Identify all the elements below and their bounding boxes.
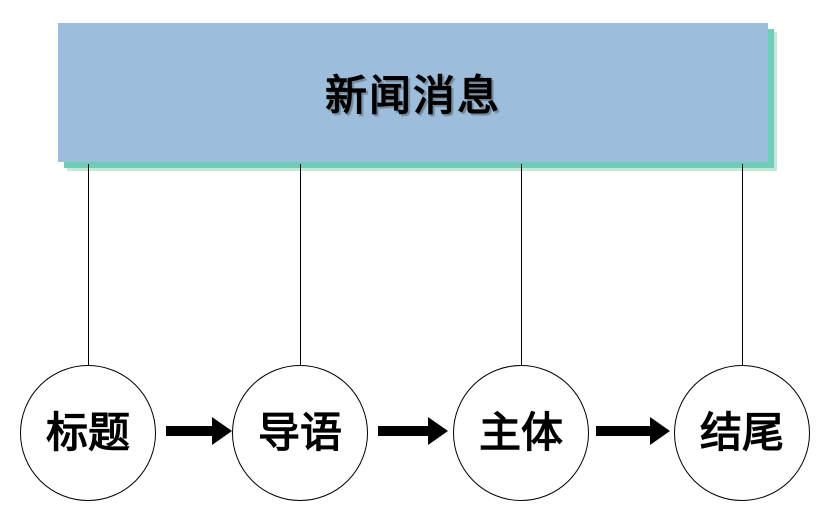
arrow-head [428, 417, 448, 445]
right-arrow-icon [166, 417, 232, 445]
right-arrow-icon [378, 417, 448, 445]
connector-line-2 [300, 164, 301, 365]
flow-node-label: 导语 [257, 409, 342, 456]
flow-node-lead: 导语 [232, 365, 368, 501]
connector-line-1 [88, 164, 89, 365]
arrow-shaft [378, 426, 429, 436]
arrow-head [650, 417, 670, 445]
arrow-head [212, 417, 232, 445]
arrow-shaft [166, 426, 213, 436]
header-box: 新闻消息 [58, 23, 768, 162]
flow-node-title: 标题 [20, 365, 156, 501]
right-arrow-icon [596, 417, 670, 445]
flow-node-label: 主体 [478, 409, 563, 456]
flow-node-ending: 结尾 [674, 365, 810, 501]
flow-node-label: 标题 [45, 409, 130, 456]
flow-node-body: 主体 [453, 365, 589, 501]
connector-line-3 [521, 164, 522, 365]
arrow-shaft [596, 426, 651, 436]
flow-node-label: 结尾 [699, 409, 784, 456]
diagram-title: 新闻消息 [324, 72, 501, 119]
connector-line-4 [742, 164, 743, 365]
